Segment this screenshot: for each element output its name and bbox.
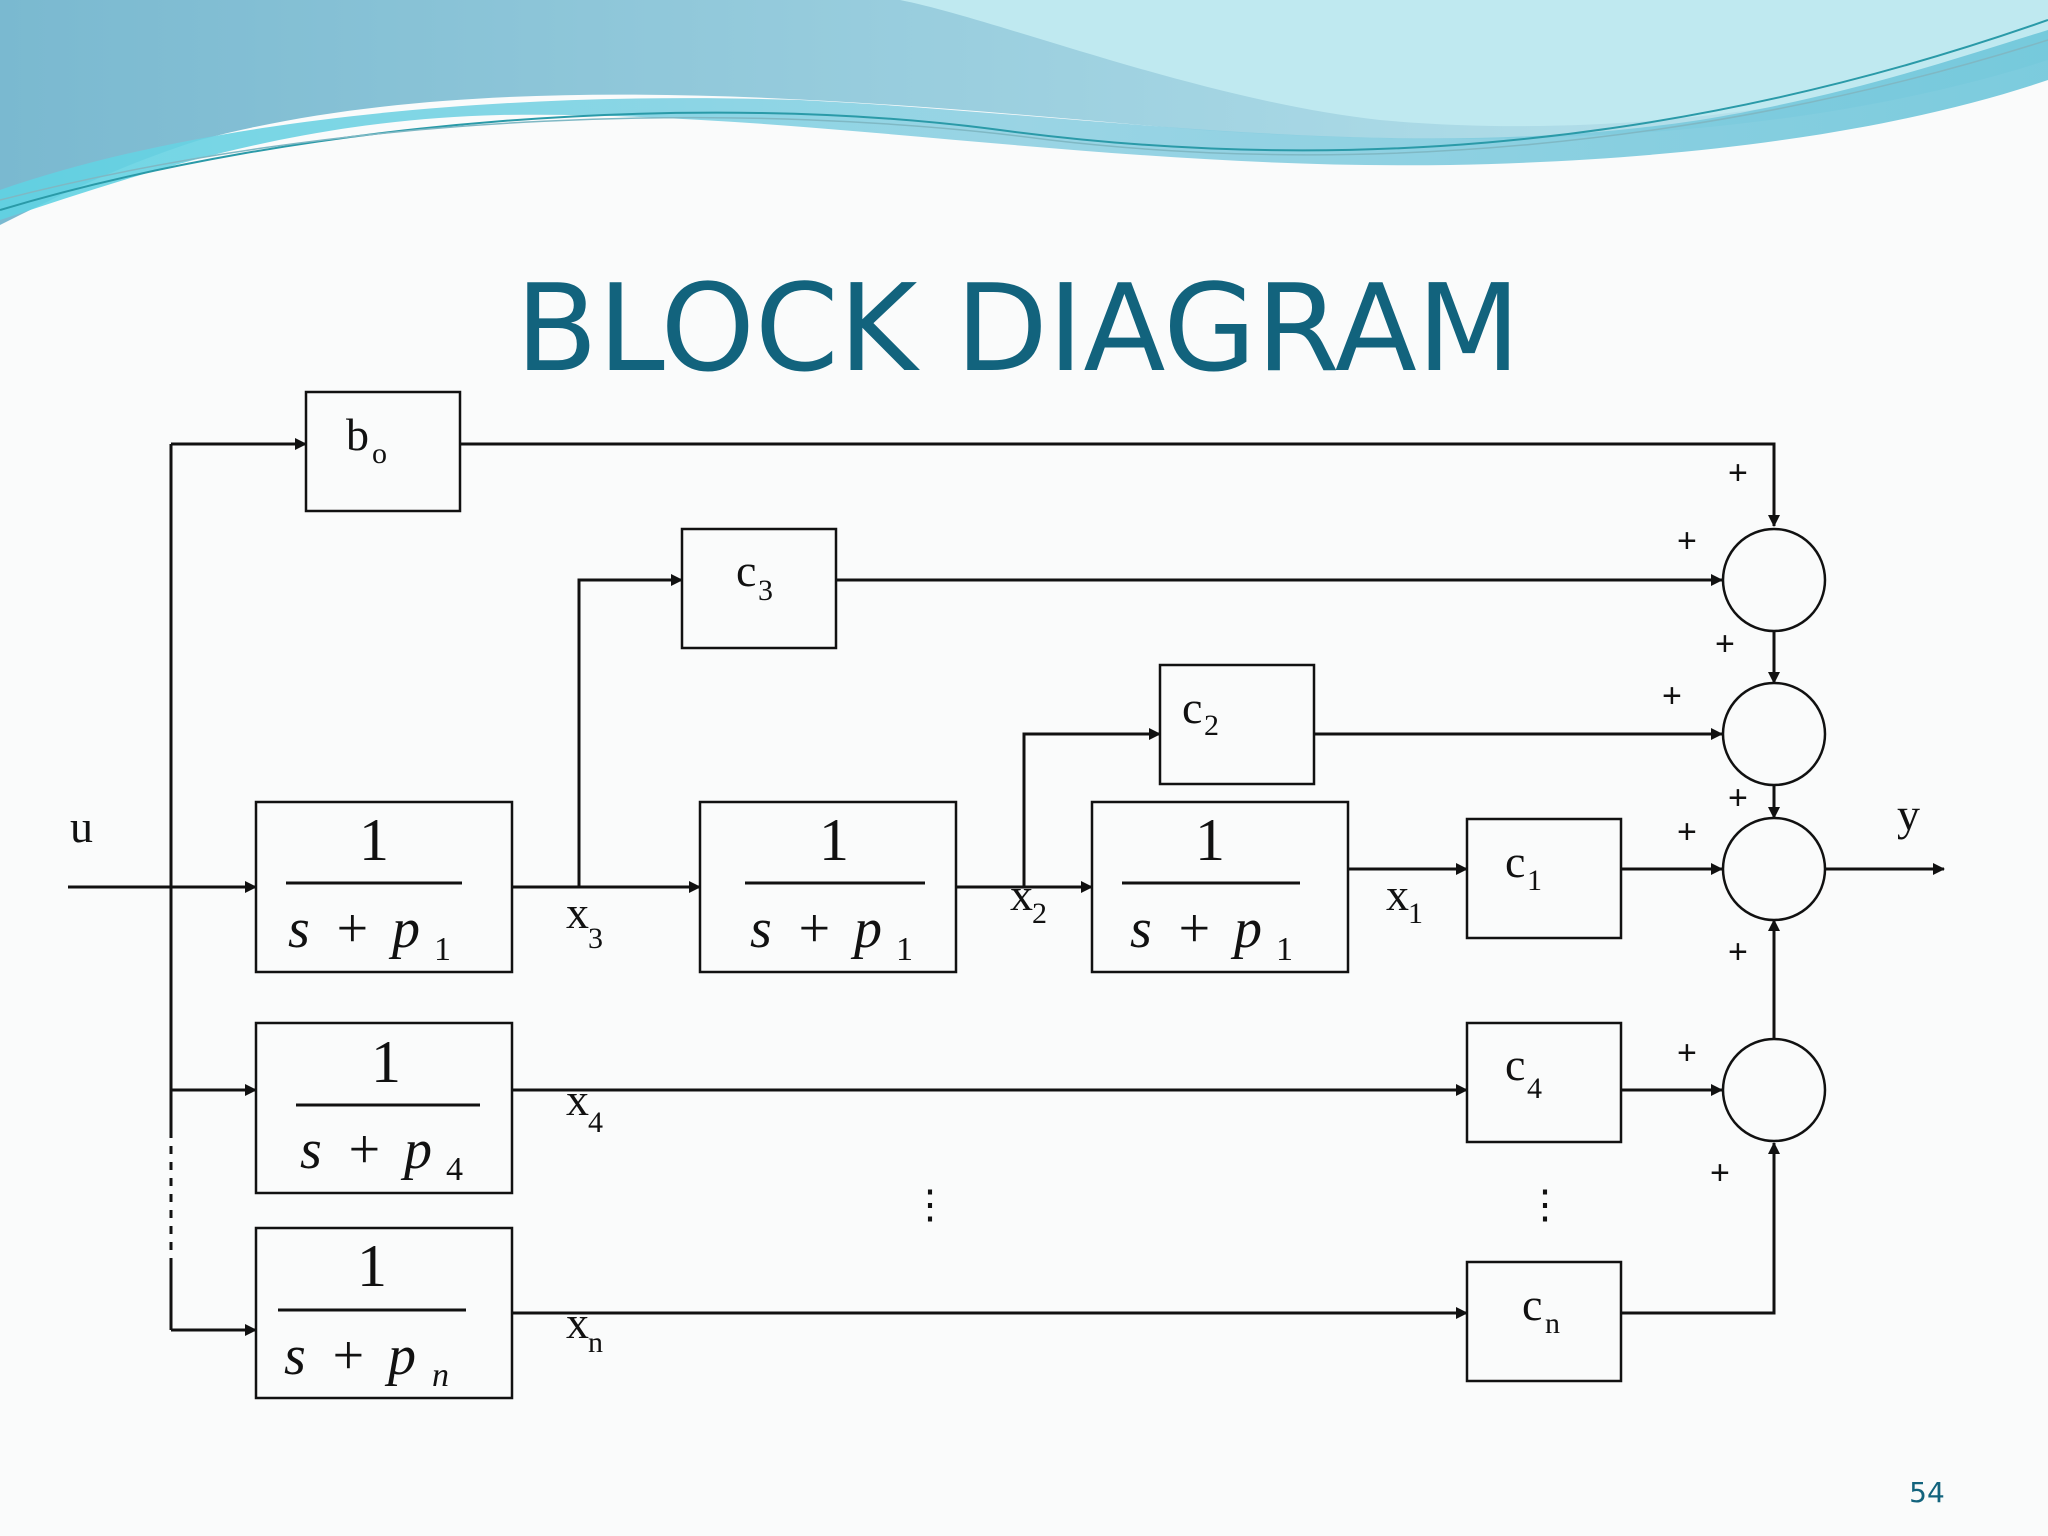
tf3-den-sub: 1 — [1276, 931, 1293, 968]
gain-block-c4: c 4 — [1465, 1021, 1623, 1144]
gain-cn-sub: n — [1545, 1307, 1560, 1340]
gain-b0-sub: o — [372, 437, 387, 470]
gain-c4-sub: 4 — [1527, 1072, 1542, 1105]
tfn-den-op: + — [329, 1325, 367, 1387]
tf1-numerator: 1 — [359, 807, 389, 873]
gain-c3-main: c — [736, 545, 756, 596]
plus-sign: + — [1728, 779, 1748, 817]
gain-block-c1: c 1 — [1465, 817, 1623, 940]
tf4-den-pole: p — [400, 1119, 432, 1181]
transfer-block-1: 1 s + p 1 — [254, 800, 514, 974]
signal-x2-main: x — [1010, 869, 1033, 920]
signal-x3-main: x — [566, 887, 589, 938]
plus-sign: + — [1710, 1154, 1730, 1192]
gain-c1-main: c — [1505, 836, 1525, 887]
tf4-den-var: s — [300, 1119, 322, 1181]
gain-c3-sub: 3 — [758, 574, 773, 607]
plus-sign: + — [1677, 522, 1697, 560]
input-label-u: u — [70, 801, 93, 852]
plus-sign: + — [1677, 813, 1697, 851]
ellipsis-middle: ⋮ — [910, 1182, 950, 1227]
tfn-den-var: s — [284, 1325, 306, 1387]
summing-junction-1 — [1721, 527, 1827, 633]
gain-block-cn: c n — [1465, 1260, 1623, 1383]
tf3-numerator: 1 — [1195, 807, 1225, 873]
signal-x1-sub: 1 — [1408, 897, 1423, 930]
tf3-den-var: s — [1130, 898, 1152, 960]
plus-sign: + — [1677, 1034, 1697, 1072]
summing-junction-3 — [1721, 816, 1827, 922]
tf3-den-pole: p — [1230, 898, 1262, 960]
wire-x2-to-c2 — [1022, 728, 1161, 887]
tf2-numerator: 1 — [819, 807, 849, 873]
wire-x3-to-c3 — [577, 574, 683, 887]
tf1-den-var: s — [288, 898, 310, 960]
summing-signs: + + + + + + + + + — [1662, 454, 1748, 1192]
page-number: 54 — [1909, 1476, 1945, 1509]
gain-c2-main: c — [1182, 682, 1202, 733]
signal-x4-sub: 4 — [588, 1106, 603, 1139]
tf2-den-op: + — [795, 898, 833, 960]
gain-cn-main: c — [1522, 1279, 1542, 1330]
signal-x2-sub: 2 — [1032, 897, 1047, 930]
gain-c2-sub: 2 — [1204, 709, 1219, 742]
tf4-numerator: 1 — [371, 1029, 401, 1095]
tf2-den-pole: p — [850, 898, 882, 960]
summing-junction-2 — [1721, 681, 1827, 787]
gain-block-c3: c 3 — [680, 527, 838, 650]
wire-cn-to-sum — [1621, 1142, 1780, 1315]
input-wires — [68, 438, 307, 1336]
plus-sign: + — [1728, 454, 1748, 492]
tfn-den-sub: n — [432, 1357, 449, 1394]
tf2-den-sub: 1 — [896, 931, 913, 968]
tfn-den-pole: p — [384, 1325, 416, 1387]
plus-sign: + — [1715, 625, 1735, 663]
signal-xn-main: x — [566, 1297, 589, 1348]
gain-c4-main: c — [1505, 1039, 1525, 1090]
tf4-den-op: + — [345, 1119, 383, 1181]
tfn-numerator: 1 — [357, 1233, 387, 1299]
plus-sign: + — [1728, 933, 1748, 971]
transfer-block-n: 1 s + p n — [254, 1226, 514, 1400]
gain-block-b0: b o — [304, 390, 462, 513]
tf3-den-op: + — [1175, 898, 1213, 960]
transfer-block-2: 1 s + p 1 — [698, 800, 958, 974]
output-label-y: y — [1897, 789, 1920, 840]
tf1-den-op: + — [333, 898, 371, 960]
tf4-den-sub: 4 — [446, 1151, 463, 1188]
header-wave-decoration — [0, 0, 2048, 225]
summing-junction-4 — [1721, 1037, 1827, 1143]
gain-b0-main: b — [346, 409, 369, 460]
signal-x4-main: x — [566, 1074, 589, 1125]
tf1-den-sub: 1 — [434, 931, 451, 968]
gain-block-c2: c 2 — [1158, 663, 1316, 786]
ellipsis-right: ⋮ — [1525, 1182, 1565, 1227]
signal-x3-sub: 3 — [588, 922, 603, 955]
tf1-den-pole: p — [388, 898, 420, 960]
slide-title: BLOCK DIAGRAM — [516, 260, 1521, 399]
wire-b0-to-sum — [460, 442, 1780, 527]
transfer-block-4: 1 s + p 4 — [254, 1021, 514, 1195]
signal-x1-main: x — [1386, 869, 1409, 920]
plus-sign: + — [1662, 677, 1682, 715]
tf2-den-var: s — [750, 898, 772, 960]
signal-xn-sub: n — [588, 1326, 603, 1359]
transfer-block-3: 1 s + p 1 — [1090, 800, 1350, 974]
gain-c1-sub: 1 — [1527, 864, 1542, 897]
